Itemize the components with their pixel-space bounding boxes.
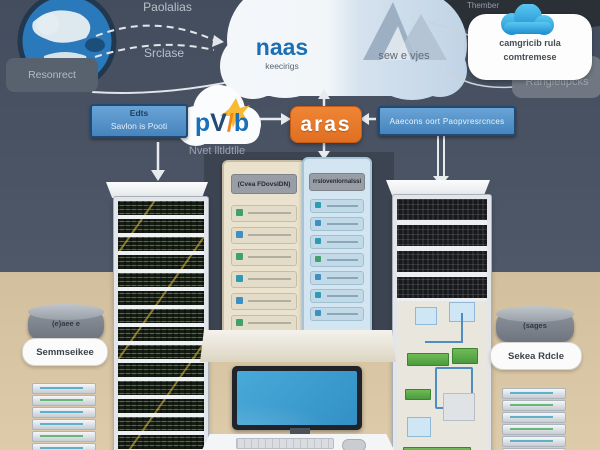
panel-row: [231, 315, 297, 332]
panel-row: [231, 271, 297, 288]
rack-left-top: [106, 182, 208, 198]
panel-row: [310, 307, 364, 321]
naas-subtitle: keecirigs: [265, 61, 299, 71]
panel-row: [310, 235, 364, 249]
rack-left-body: [114, 197, 208, 450]
storage-slab: [32, 383, 96, 394]
bubble-right: Sekea Rdcle: [490, 342, 582, 370]
cloud-right-text: sew e vjes: [378, 50, 430, 62]
small-cloud-icon: [501, 4, 554, 35]
storage-stack-left: [32, 383, 96, 450]
panel-row: [231, 249, 297, 266]
schematic-green-bar: [405, 389, 431, 400]
storage-slab: [502, 424, 566, 435]
disk-cylinder-left-top: [28, 304, 104, 320]
monitor-stand: [290, 428, 310, 438]
storage-slab: [32, 443, 96, 450]
cloud-box-line1: camgricib rula: [499, 37, 561, 48]
topright-connectors: [427, 21, 515, 89]
naas-title: naas: [255, 33, 309, 60]
storage-slab: [502, 400, 566, 411]
panel-row: [231, 293, 297, 310]
schematic-line: [425, 313, 463, 343]
label-paolalias: Paolalias: [143, 0, 192, 14]
panel-row: [310, 271, 364, 285]
resource-box: Resonrect: [6, 58, 98, 92]
bubble-left: Semmseikee: [22, 338, 108, 366]
keyboard: [236, 438, 334, 449]
rack-right-body: [393, 195, 491, 450]
disk-label-right: (sages: [523, 320, 547, 330]
panel-row: [310, 217, 364, 231]
schematic-green-bar: [452, 348, 478, 364]
left-box-line1: Edts: [129, 108, 149, 118]
panel-row: [310, 253, 364, 267]
panel-pedestal: [200, 330, 396, 362]
storage-slab: [32, 419, 96, 430]
pvb-letter-p: p: [194, 108, 211, 137]
disk-label-left: (e)aee e: [52, 318, 80, 328]
corner-label: Thember: [466, 0, 499, 10]
storage-slab: [32, 431, 96, 442]
cloud-box-line2: comtremese: [503, 51, 557, 62]
pvb-caption: Nvet lltldtlle: [188, 145, 246, 157]
dashed-arc-arrows: [91, 24, 257, 94]
storage-slab: [502, 448, 566, 450]
schematic-icon: [407, 417, 431, 437]
right-blue-box: Aaecons oort Paopvresrcnces: [378, 106, 516, 136]
label-srclase: Srclase: [143, 45, 184, 60]
schematic-gray-box: [443, 393, 475, 421]
center-panel-right: rrslovenlornalssi: [302, 157, 372, 340]
rack-right-top: [386, 180, 490, 196]
schematic-green-bar: [407, 353, 449, 366]
disk-cylinder-right-top: [496, 306, 574, 322]
storage-slab: [502, 436, 566, 447]
schematic-icon: [415, 307, 437, 325]
aras-box: aras: [290, 106, 362, 143]
storage-slab: [32, 407, 96, 418]
left-box-line2: Savlon is Pooti: [110, 121, 168, 131]
panel-row: [310, 199, 364, 213]
pvb-letter-v: V: [210, 108, 227, 137]
rack-left-servers: [118, 201, 204, 450]
panel-row: [310, 289, 364, 303]
storage-slab: [32, 395, 96, 406]
storage-stack-right: [502, 388, 566, 450]
starburst-icon: [220, 98, 250, 128]
rack-right-servers: [397, 199, 487, 301]
monitor: [232, 366, 362, 430]
panel-left-header: (Cvea FDovsIDN): [231, 174, 297, 194]
panel-row: [231, 205, 297, 222]
panel-right-header: rrslovenlornalssi: [309, 173, 365, 191]
schematic-green-bar: [403, 447, 471, 450]
pvb-slash: /: [226, 108, 234, 137]
storage-slab: [502, 412, 566, 423]
storage-slab: [502, 388, 566, 399]
center-panel-left: (Cvea FDovsIDN): [222, 160, 306, 340]
mouse: [342, 439, 366, 450]
pvb-letter-b: b: [233, 108, 250, 137]
cloud-logo-icon: [363, 2, 447, 60]
monitor-screen: [237, 371, 357, 425]
panel-row: [231, 227, 297, 244]
left-blue-box: Edts Savlon is Pooti: [90, 104, 188, 138]
rack-right-schematic: [397, 301, 487, 450]
